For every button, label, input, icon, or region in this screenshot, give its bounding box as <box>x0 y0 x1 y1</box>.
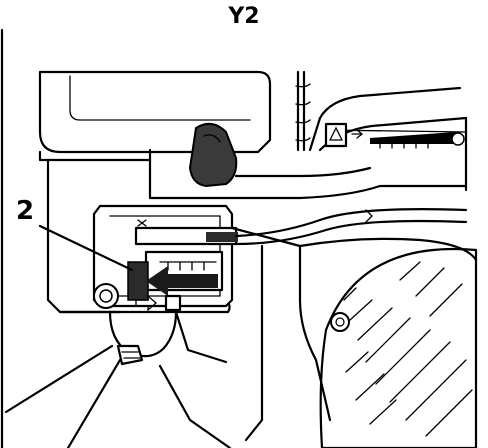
housing-lip <box>38 148 152 162</box>
figure-title: Y2 <box>228 4 260 29</box>
body-ledge <box>148 158 468 200</box>
panel-bolt <box>93 283 119 309</box>
throttle-control-knob <box>188 122 238 188</box>
housing-bolt <box>330 312 350 332</box>
fuel-cup-symbol <box>164 294 182 312</box>
choke-rod-tip <box>206 232 238 242</box>
callout-leader-line <box>38 224 134 272</box>
base-frame-left <box>4 344 114 414</box>
drain-screw <box>116 344 144 366</box>
fuel-valve-lever <box>127 261 149 301</box>
carburetor-bowl <box>108 310 178 358</box>
bowl-bracket <box>174 310 228 364</box>
recoil-housing-edge <box>244 244 264 442</box>
choke-symbol-slash <box>137 219 147 227</box>
rear-column-ribs <box>295 83 311 142</box>
fuel-line-lower <box>234 219 468 246</box>
knob-highlight <box>203 134 221 143</box>
fuel-line-clip <box>365 209 373 223</box>
fuel-tank-shoulder <box>308 86 462 152</box>
throttle-symbol-strip <box>324 122 467 149</box>
rear-column <box>296 70 306 152</box>
fuel-line <box>234 208 468 238</box>
air-cleaner-housing <box>38 70 272 154</box>
recoil-drum <box>319 248 478 448</box>
body-ledge-lower <box>234 166 372 178</box>
recoil-housing-frame <box>298 244 332 422</box>
lever-direction-arrow <box>146 266 218 296</box>
callout-number: 2 <box>16 196 35 226</box>
base-frame-inner <box>158 364 232 448</box>
on-arrow-symbol <box>135 294 157 312</box>
base-frame-right <box>66 358 122 448</box>
air-cleaner-inner-edge <box>69 75 251 121</box>
